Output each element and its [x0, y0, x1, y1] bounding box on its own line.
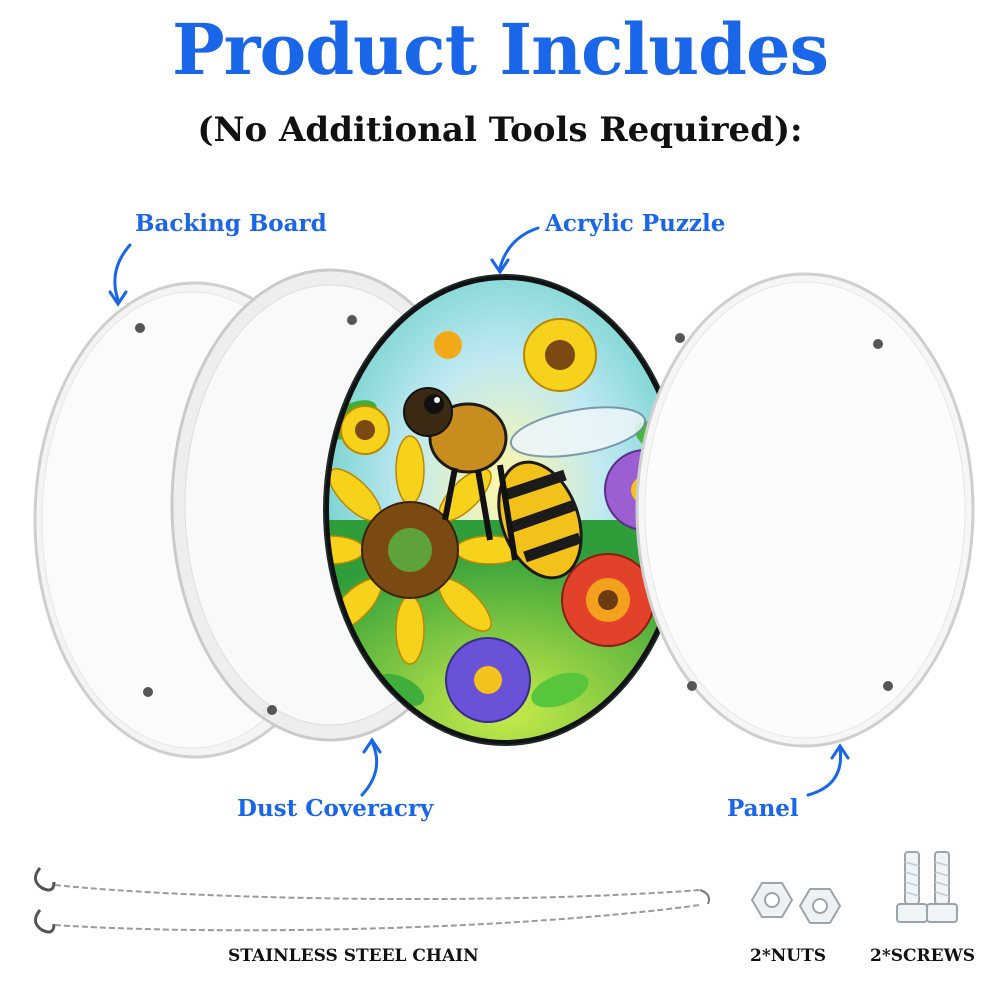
panel-arrow [806, 746, 843, 797]
chain-caption: STAINLESS STEEL CHAIN [228, 946, 479, 966]
dust-cover-arrowhead [362, 737, 382, 754]
acrylic-puzzle-arrow [498, 226, 540, 270]
backing-board-arrowhead [108, 290, 128, 307]
backing-board-arrow [113, 243, 132, 302]
label-arrows [108, 226, 850, 797]
panel-disc [635, 272, 975, 748]
backing-board-label: Backing Board [135, 210, 327, 237]
page-title: Product Includes [171, 8, 829, 91]
acrylic-puzzle-arrowhead [490, 258, 510, 275]
nuts-illustration [750, 882, 842, 924]
dust-cover-arrow [360, 740, 379, 797]
page-subtitle: (No Additional Tools Required): [197, 110, 803, 150]
screws-illustration [896, 851, 958, 923]
dust-cover-label: Dust Coveracry [237, 795, 434, 822]
nuts-caption: 2*NUTS [750, 946, 827, 966]
chain-illustration [34, 867, 710, 934]
panel-label: Panel [727, 795, 799, 822]
panel-arrowhead [830, 743, 850, 760]
acrylic-puzzle-label: Acrylic Puzzle [545, 210, 726, 237]
screws-caption: 2*SCREWS [870, 946, 975, 966]
